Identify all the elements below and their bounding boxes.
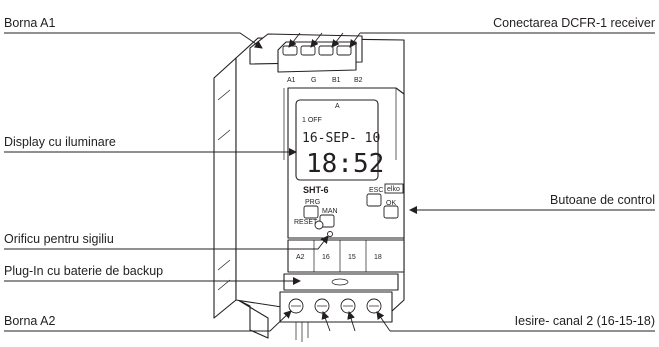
label-borna-a1: Borna A1 [4,16,55,30]
leader-dcfr-4 [349,32,361,48]
bottom-terminal-labels: A2 16 15 18 [296,254,382,261]
brand-label: elko [387,186,400,193]
top-terminal-labels: A1 G B1 B2 [287,77,363,84]
timer-device: A1 G B1 B2 A 1 OFF 16-SEP- 10 18:52 SHT-… [213,33,405,342]
bottom-terminal-block [279,291,393,323]
terminal-label-b2: B2 [354,77,363,84]
housing-ribs [217,89,231,291]
din-clip [237,299,269,339]
button-ok[interactable] [383,205,399,219]
reset-label: RESET [294,219,318,226]
button-prg[interactable] [303,205,319,219]
terminal-label-a1: A1 [287,77,296,84]
lcd-channel: A [335,103,340,110]
top-screws [282,45,352,56]
leader-dcfr-2 [310,32,323,48]
top-terminal-block [277,41,357,73]
housing-left-side [213,57,237,319]
reset-button[interactable] [314,220,324,230]
lcd-date: 16-SEP- 10 [302,131,380,146]
lcd-display [295,99,379,181]
screw-a1 [282,45,298,56]
label-plugin-battery: Plug-In cu baterie de backup [4,264,163,278]
terminal-label-a2: A2 [296,254,305,261]
terminal-label-g: G [311,77,316,84]
label-seal-hole: Orificu pentru sigiliu [4,232,114,246]
label-borna-a2: Borna A2 [4,314,55,328]
bottom-pins [295,322,309,342]
label-dcfr-receiver: Conectarea DCFR-1 receiver [493,16,655,30]
battery-slot [331,278,349,286]
seal-hole [327,231,333,237]
bottom-screws [288,298,382,314]
lcd-mode: 1 OFF [302,117,322,124]
label-display: Display cu iluminare [4,135,116,149]
battery-plugin [283,273,399,291]
leader-output-15 [347,311,356,332]
btn-label-prg: PRG [305,199,320,206]
label-buttons: Butoane de control [550,193,655,207]
btn-label-ok: OK [386,200,396,207]
label-output-channel2: Iesire- canal 2 (16-15-18) [515,314,655,328]
leader-borna-a2 [4,310,292,332]
leader-borna-a1 [4,32,263,49]
screw-b2 [336,45,352,56]
control-buttons: PRG MAN ESC OK RESET [294,187,399,230]
leader-dcfr-1 [288,32,301,48]
leader-output-18 [376,311,391,332]
brand-badge [384,183,404,194]
bottom-label-dividers [313,240,367,272]
btn-label-man: MAN [322,208,338,215]
terminal-label-18: 18 [374,254,382,261]
leader-output-16 [321,311,331,332]
screw-g [300,45,316,56]
leader-dcfr-3 [331,32,344,48]
cover-hinges [283,88,397,160]
terminal-label-b1: B1 [332,77,341,84]
bottom-label-block [287,239,405,273]
terminal-label-16: 16 [322,254,330,261]
button-esc[interactable] [366,193,382,207]
screw-b1 [318,45,334,56]
terminal-label-15: 15 [348,254,356,261]
model-label: SHT-6 [303,185,329,195]
lcd-time: 18:52 [306,149,384,179]
btn-label-esc: ESC [369,187,383,194]
leader-seal-hole [4,235,329,250]
